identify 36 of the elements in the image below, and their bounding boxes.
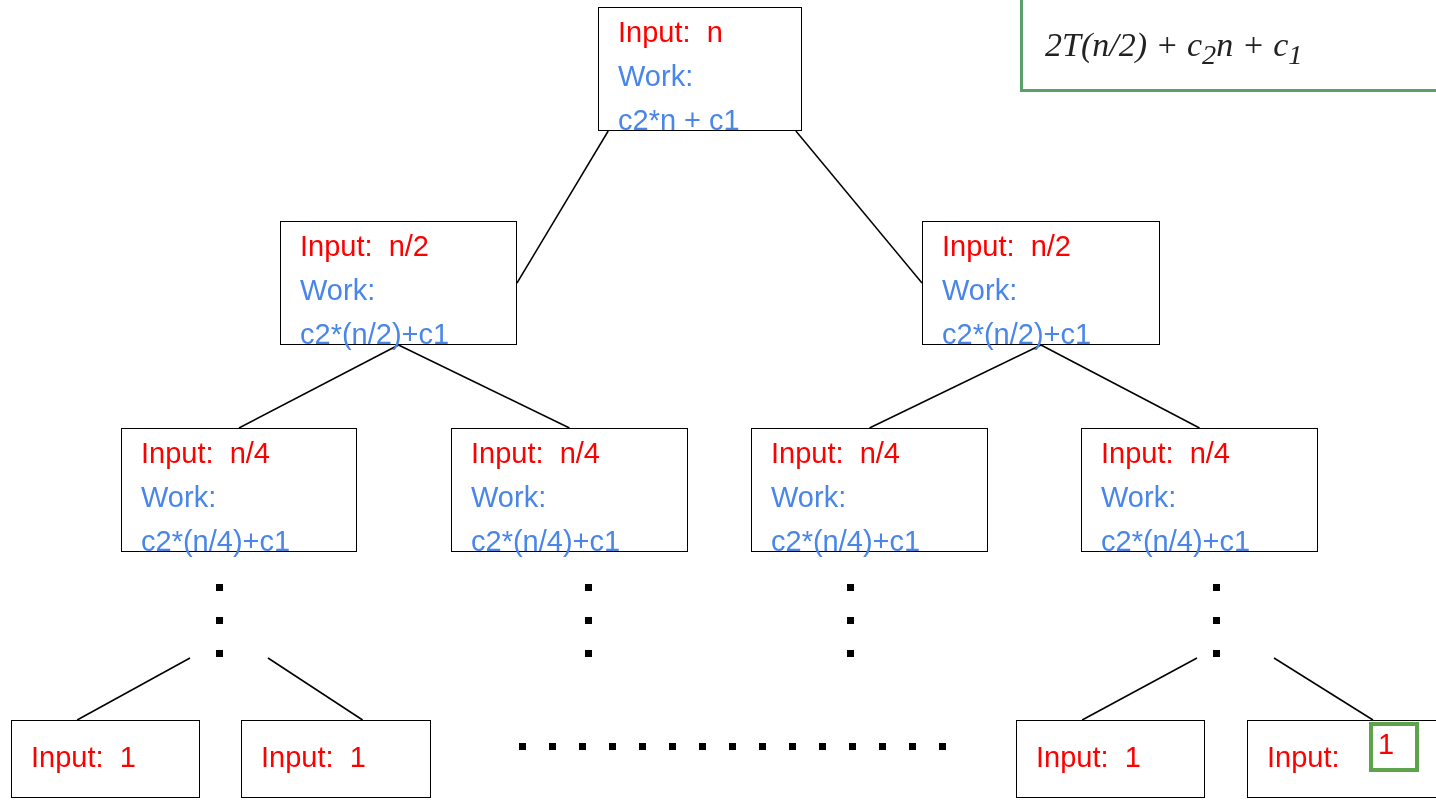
tree-edge-line [76, 657, 191, 721]
tree-node-box [598, 7, 802, 131]
highlighted-value: 1 [1378, 727, 1396, 762]
work-label: Work: c2*(n/4)+c1 [1101, 480, 1252, 559]
tree-edge-line [1081, 657, 1198, 721]
input-label: Input: n/4 [1101, 436, 1231, 471]
work-label: Work: c2*(n/4)+c1 [771, 480, 922, 559]
tree-edge-line [1273, 657, 1374, 721]
work-label: Work: c2*(n/2)+c1 [942, 273, 1093, 352]
tree-node-box [241, 720, 431, 798]
input-label: Input: n/2 [942, 229, 1072, 264]
input-label: Input: n [618, 15, 724, 50]
work-label: Work: c2*(n/4)+c1 [141, 480, 292, 559]
work-label: Work: c2*(n/4)+c1 [471, 480, 622, 559]
input-label: Input: n/4 [471, 436, 601, 471]
input-label: Input: 1 [31, 740, 137, 775]
tree-edge-line [868, 344, 1042, 429]
formula-box [1020, 0, 1436, 92]
work-label: Work: c2*n + c1 [618, 59, 741, 138]
input-label: Input: 1 [1036, 740, 1142, 775]
tree-edge-line [795, 130, 923, 284]
input-label: Input: [1267, 741, 1340, 773]
tree-node-box [1247, 720, 1436, 798]
input-label: Input: 1 [261, 740, 367, 775]
tree-edge-line [397, 344, 571, 429]
highlight-box [1369, 722, 1419, 772]
recurrence-formula: 2T(n/2) + c$_{2}$n + c$_{1}$ [1045, 26, 1304, 71]
input-label: Input: n/4 [141, 436, 271, 471]
tree-node-box [1016, 720, 1205, 798]
tree-edge-line [267, 657, 364, 721]
tree-edge-line [1040, 344, 1201, 429]
input-label: Input: n/2 [300, 229, 430, 264]
work-label: Work: c2*(n/2)+c1 [300, 273, 451, 352]
tree-node-box [11, 720, 200, 798]
tree-edge-line [516, 130, 609, 284]
input-label: Input: n/4 [771, 436, 901, 471]
